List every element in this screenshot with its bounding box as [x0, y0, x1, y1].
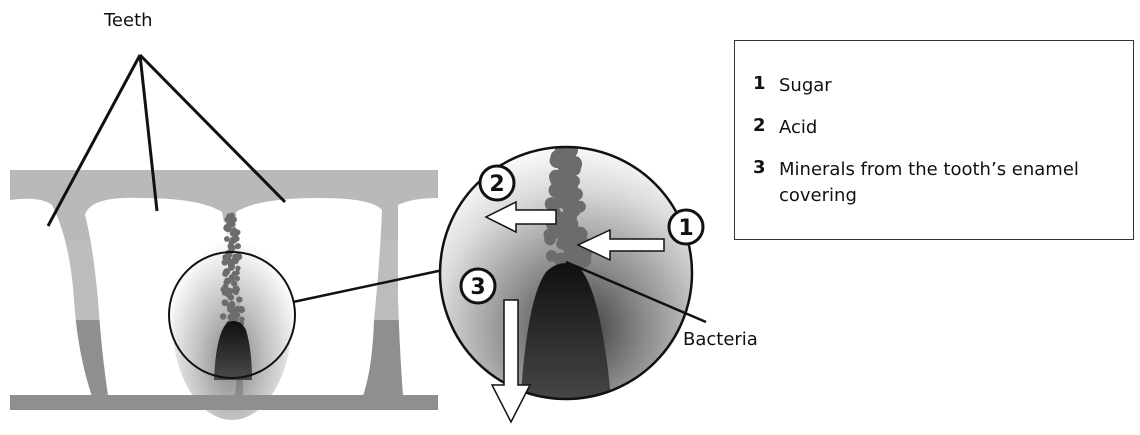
- plaque-dot: [235, 266, 240, 271]
- legend-item-acid: 2 Acid: [753, 115, 1079, 141]
- bacteria-label: Bacteria: [683, 329, 758, 350]
- legend-item-minerals: 3 Minerals from the tooth’s enamel cover…: [753, 157, 1079, 209]
- teeth-label: Teeth: [103, 10, 153, 31]
- plaque-dot: [235, 270, 240, 275]
- plaque-dot: [233, 289, 239, 295]
- plaque-dot: [236, 297, 242, 303]
- tooth-far-right: [398, 198, 438, 408]
- legend: 1 Sugar 2 Acid 3 Minerals from the tooth…: [734, 40, 1134, 240]
- callout-2-number: 2: [489, 172, 504, 197]
- legend-number: 2: [753, 115, 779, 141]
- legend-number: 1: [753, 73, 779, 99]
- plaque-dot: [235, 276, 240, 281]
- plaque-dot: [238, 306, 245, 313]
- callout-3-number: 3: [470, 275, 485, 300]
- plaque-dot: [235, 243, 241, 249]
- plaque-dot: [220, 313, 226, 319]
- plaque-dot: [222, 271, 228, 277]
- plaque-dot: [544, 234, 556, 246]
- plaque-dot: [576, 252, 591, 267]
- lower-gum-shadow: [10, 395, 438, 410]
- callout-2: 2: [480, 166, 514, 200]
- plaque-dot: [228, 294, 235, 301]
- legend-text: Minerals from the tooth’s enamel coverin…: [779, 157, 1079, 209]
- legend-item-sugar: 1 Sugar: [753, 73, 1079, 99]
- plaque-dot: [224, 236, 230, 242]
- plaque-dot: [222, 259, 229, 266]
- legend-text: Acid: [779, 115, 1079, 141]
- callout-3: 3: [461, 269, 495, 303]
- plaque-dot: [228, 263, 235, 270]
- plaque-dot: [225, 226, 232, 233]
- callout-1-number: 1: [678, 216, 693, 241]
- callout-1: 1: [669, 210, 703, 244]
- jaw-section: [10, 170, 438, 420]
- legend-number: 3: [753, 157, 779, 209]
- legend-text: Sugar: [779, 73, 1079, 99]
